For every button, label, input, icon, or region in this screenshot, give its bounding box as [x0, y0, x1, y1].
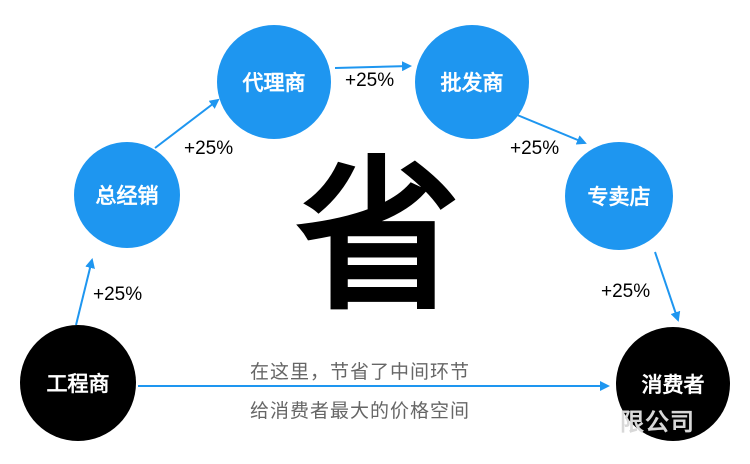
node-consumer: 消费者 — [616, 327, 730, 441]
markup-label-1: +25% — [93, 284, 143, 305]
node-specialty-store: 专卖店 — [565, 142, 673, 250]
note-line-2: 给消费者最大的价格空间 — [250, 400, 471, 422]
node-engineer: 工程商 — [20, 325, 136, 441]
arrow-store-to-consumer — [654, 251, 681, 322]
node-general-distributor: 总经销 — [74, 142, 180, 248]
node-wholesaler: 批发商 — [415, 25, 529, 139]
watermark: 限公司 — [620, 408, 695, 436]
arrow-wholesaler-to-store — [509, 111, 587, 145]
markup-label-3: +25% — [345, 70, 395, 91]
markup-label-2: +25% — [184, 138, 234, 159]
arrow-agent-to-wholesaler — [334, 61, 412, 72]
markup-label-4: +25% — [510, 138, 560, 159]
node-agent: 代理商 — [217, 25, 331, 139]
markup-label-5: +25% — [601, 281, 651, 302]
center-character: 省 — [295, 141, 461, 333]
note-line-1: 在这里，节省了中间环节 — [250, 361, 471, 383]
arrow-distributor-to-agent — [154, 98, 220, 149]
arrow-engineer-to-distributor — [75, 258, 95, 326]
